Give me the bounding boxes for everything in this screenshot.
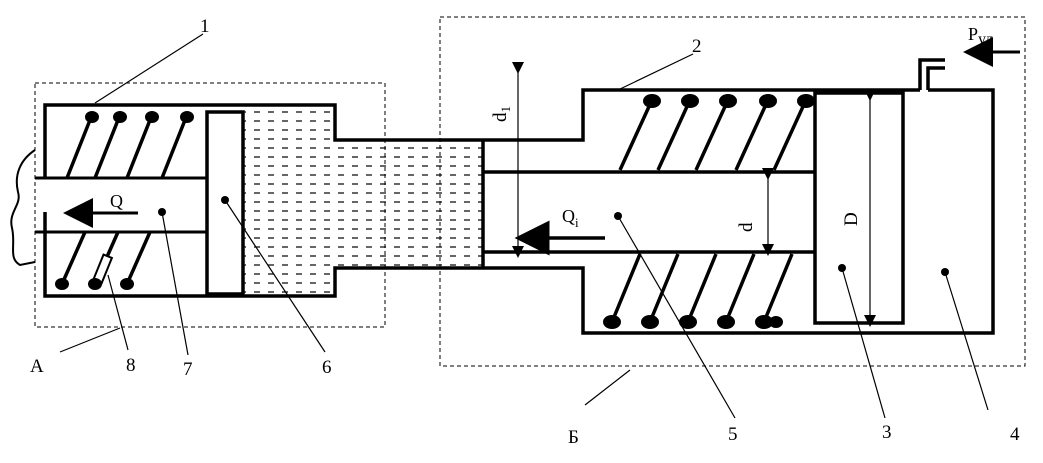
pressure-label: Pуд	[968, 24, 993, 48]
callout-1: 1	[200, 16, 210, 37]
spring-2-lower-coil-ends	[603, 315, 783, 329]
dim-d-label: d	[736, 222, 757, 232]
callout-3: 3	[882, 422, 892, 443]
callout-2: 2	[692, 36, 702, 57]
spring-2-coil-ends	[643, 94, 815, 108]
fluid-chamber	[243, 108, 335, 294]
spring-1	[65, 114, 189, 179]
callout-8: 8	[126, 355, 136, 376]
leader-lines	[59, 33, 989, 419]
dim-d1-label: d1	[490, 106, 513, 122]
callout-6: 6	[322, 357, 332, 378]
callout-4: 4	[1010, 424, 1020, 445]
fluid-tube	[335, 140, 483, 268]
flow-qi-label: Qi	[562, 206, 579, 230]
cylinder-a-body	[43, 103, 483, 298]
spring-1-coil-ends	[85, 111, 194, 123]
zone-b-label: Б	[568, 427, 579, 448]
piston-6	[205, 110, 245, 296]
zone-b-boundary	[439, 16, 1026, 367]
rod-break	[10, 149, 36, 267]
spring-2	[618, 99, 808, 171]
dim-D-label: D	[841, 212, 862, 226]
piston-3	[813, 91, 905, 325]
spring-2-lower	[610, 253, 794, 323]
rod-7	[35, 176, 207, 234]
callout-5: 5	[728, 424, 738, 445]
callout-7: 7	[183, 359, 193, 380]
zone-a-label: А	[30, 356, 44, 377]
spring-8-coil-ends	[55, 278, 134, 290]
flow-q-label: Q	[110, 191, 123, 211]
